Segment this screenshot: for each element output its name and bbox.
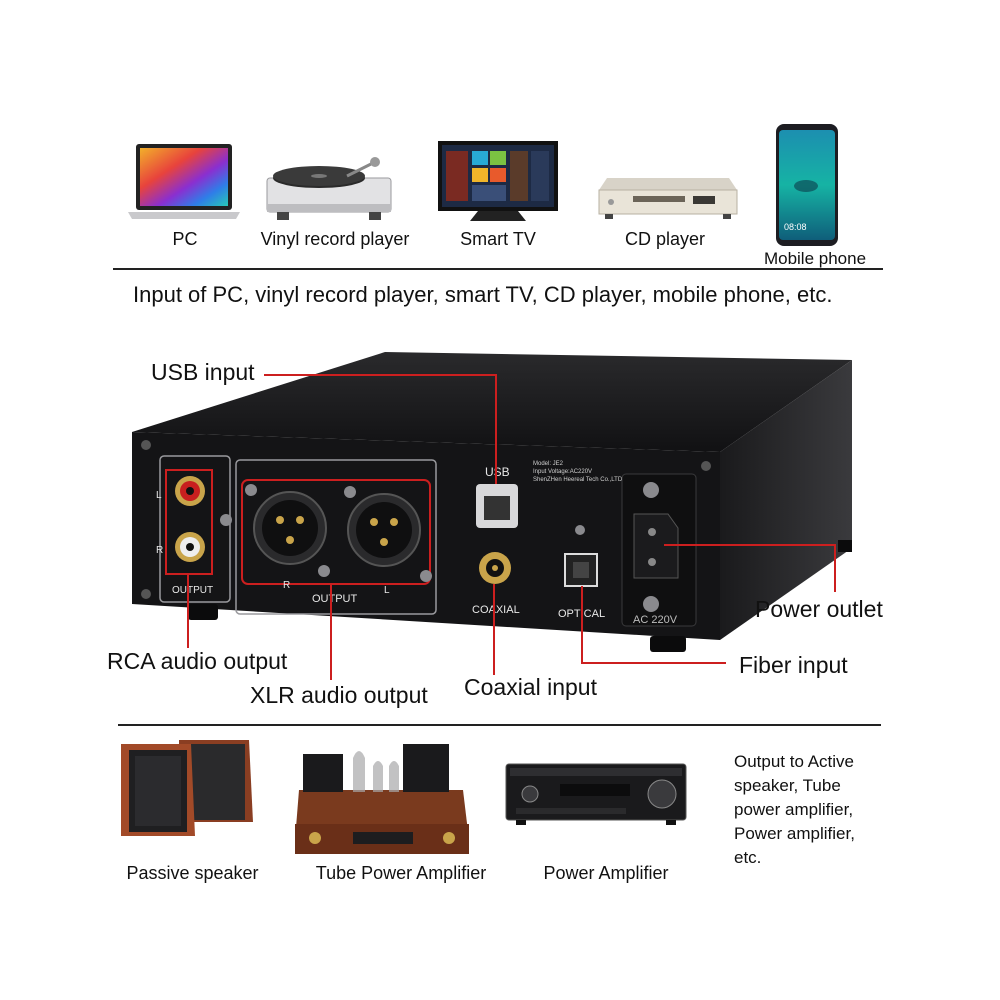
coaxial-port-label: COAXIAL	[472, 604, 520, 616]
output-note: Output to Active speaker, Tube power amp…	[734, 750, 904, 870]
usb-port-label: USB	[485, 465, 510, 479]
output-label-power-amp: Power Amplifier	[543, 863, 669, 883]
tv-icon	[438, 141, 558, 221]
model-info-line3: ShenZHen Heereal Tech Co.,LTD	[533, 477, 623, 483]
source-label-pc: PC	[172, 229, 198, 249]
source-label-tv: Smart TV	[460, 229, 536, 249]
xlr-left-label: L	[384, 585, 390, 596]
output-label-tube-amp: Tube Power Amplifier	[315, 863, 487, 883]
callout-fiber-input: Fiber input	[739, 652, 848, 678]
output-note-line: Power amplifier,	[734, 824, 855, 843]
output-label-speaker: Passive speaker	[126, 863, 259, 883]
rca-right-label: R	[156, 545, 164, 556]
callout-coaxial-input: Coaxial input	[464, 674, 597, 700]
output-note-line: etc.	[734, 848, 762, 867]
laptop-icon	[128, 144, 240, 219]
callout-power-outlet: Power outlet	[755, 596, 883, 622]
cd-player-icon	[598, 178, 738, 219]
speaker-icon	[121, 740, 253, 836]
output-note-line: power amplifier,	[734, 800, 854, 819]
svg-text:08:08: 08:08	[784, 222, 807, 232]
input-summary: Input of PC, vinyl record player, smart …	[133, 282, 833, 307]
xlr-right-label: R	[283, 580, 291, 591]
rca-output-label: OUTPUT	[172, 585, 214, 596]
ac-voltage-label: AC 220V	[633, 614, 678, 626]
source-label-cd: CD player	[624, 229, 706, 249]
rca-left-label: L	[156, 490, 162, 501]
callout-xlr-audio-output: XLR audio output	[250, 682, 428, 708]
callout-usb-input: USB input	[151, 359, 255, 385]
tube-amp-icon	[295, 744, 469, 854]
source-label-vinyl: Vinyl record player	[260, 229, 410, 249]
model-info-line1: Model: JE2	[533, 461, 564, 467]
source-label-phone: Mobile phone	[763, 249, 867, 268]
bottom-divider	[118, 724, 881, 726]
top-divider	[113, 268, 883, 270]
model-info-line2: Input Voltage:AC220V	[533, 469, 593, 475]
output-note-line: speaker, Tube	[734, 776, 841, 795]
xlr-output-label: OUTPUT	[312, 593, 358, 605]
amplifier-icon	[505, 763, 687, 825]
turntable-icon	[266, 157, 392, 220]
callout-rca-audio-output: RCA audio output	[107, 648, 288, 674]
phone-icon: 08:08	[776, 124, 838, 246]
output-note-line: Output to Active	[734, 752, 855, 771]
